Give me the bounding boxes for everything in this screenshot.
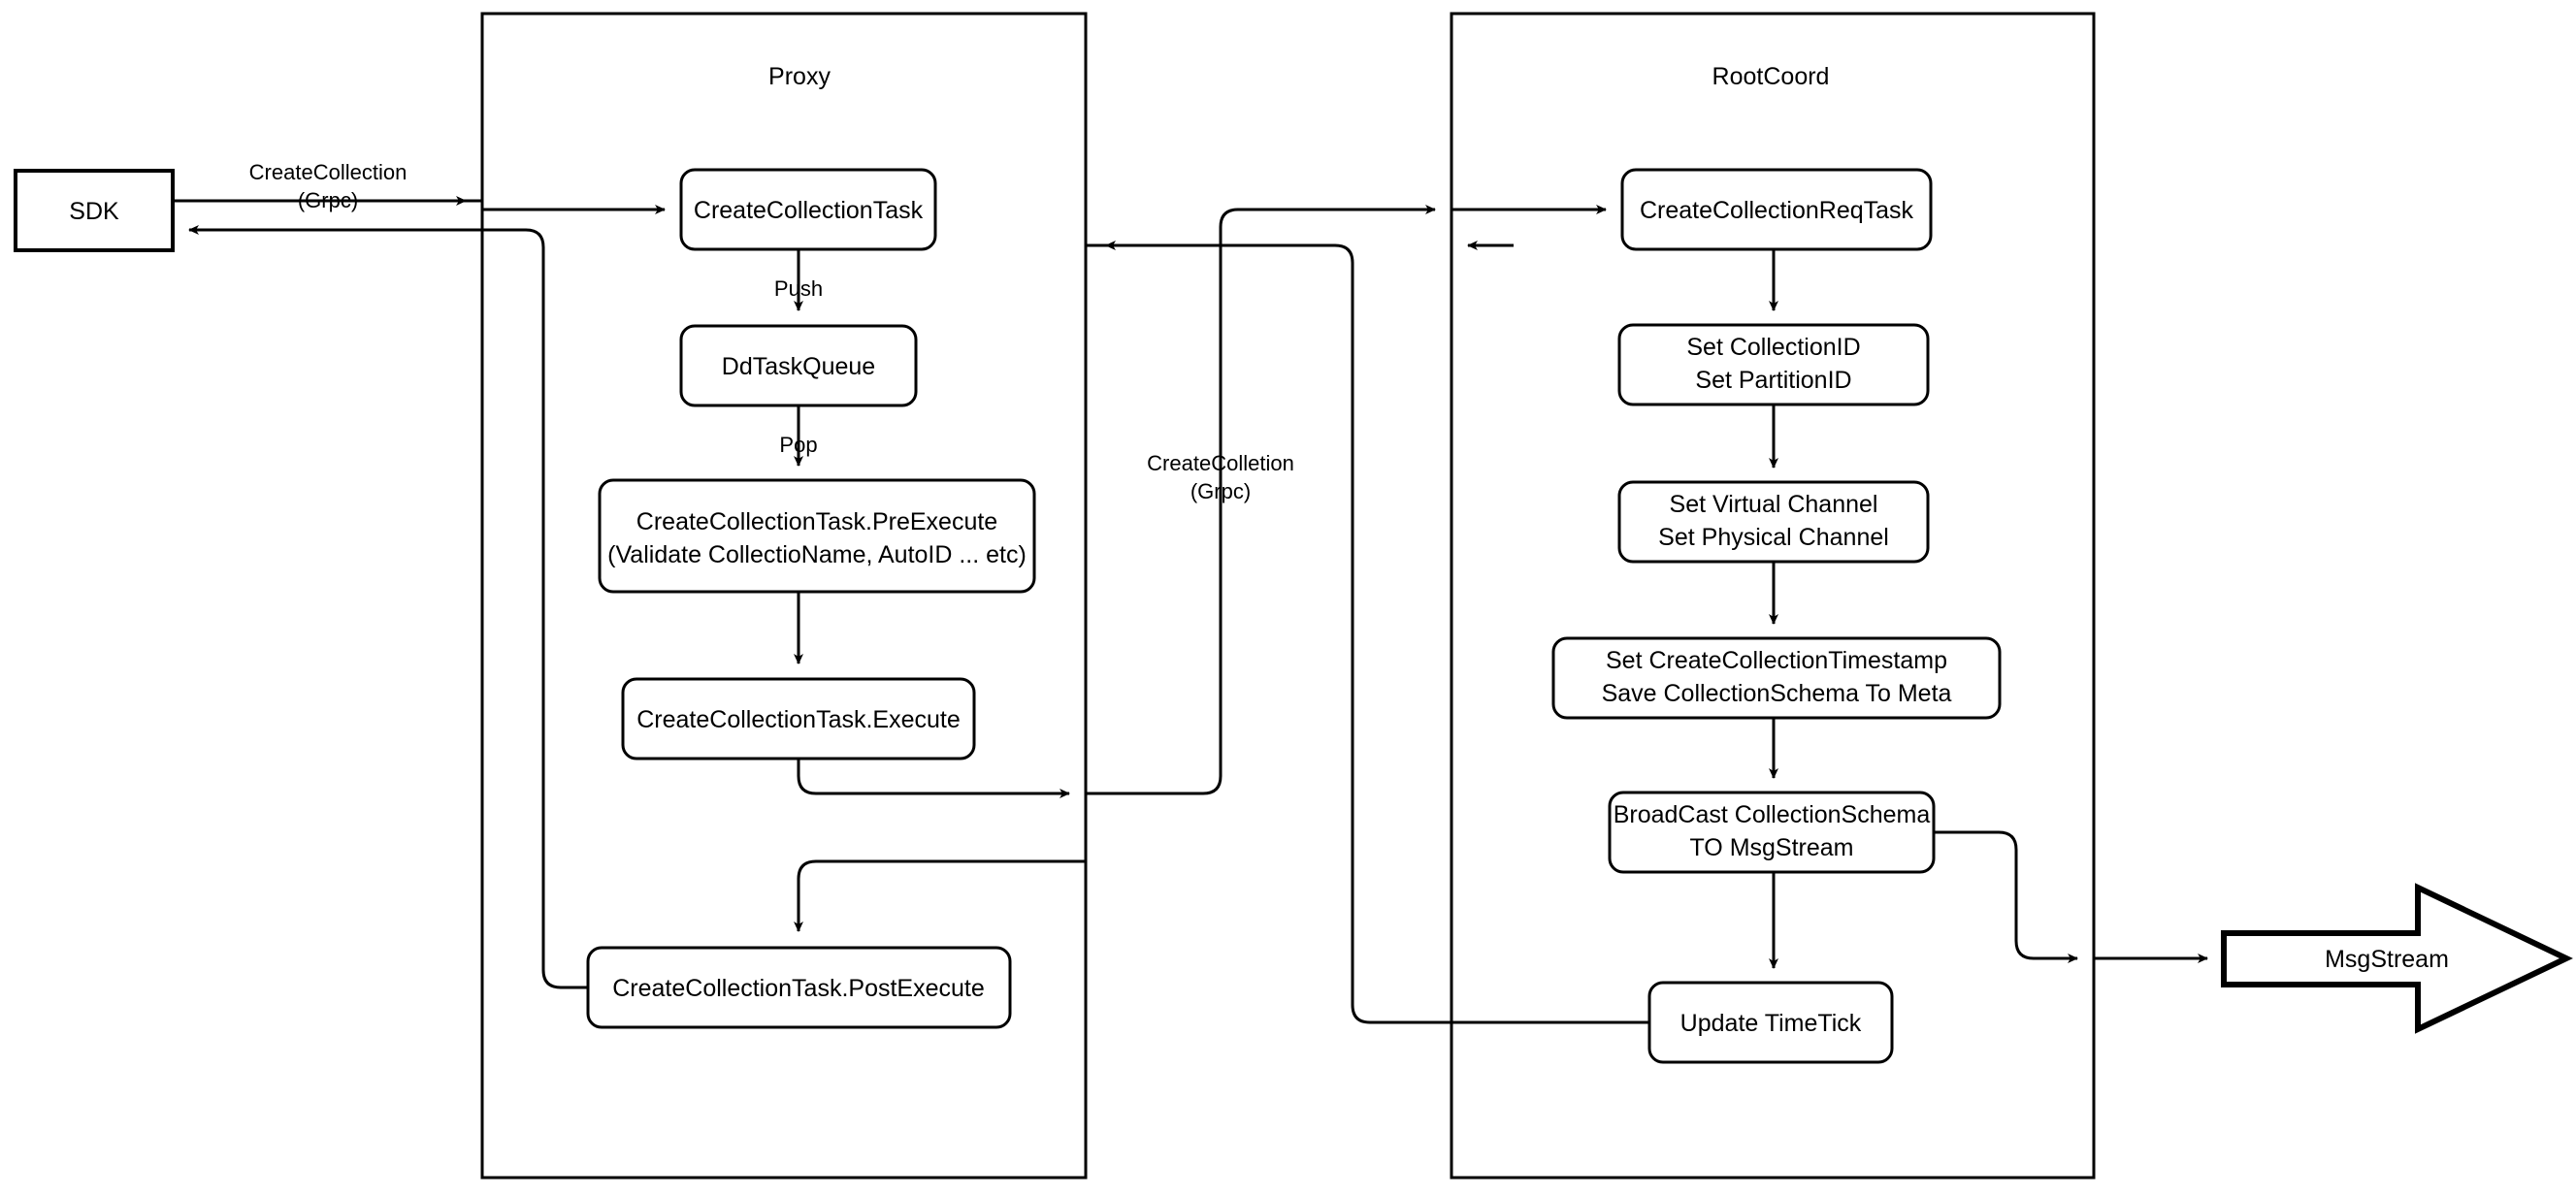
pop-label: Pop [779, 433, 817, 457]
create-collection-req-task-box[interactable] [1620, 168, 1933, 251]
create-collection-task-box[interactable] [679, 168, 937, 251]
create-collection-task-label: CreateCollectionTask [694, 197, 924, 224]
edge-broadcast-to-boundary [1934, 830, 2078, 963]
node-create-collection-req-task[interactable]: CreateCollectionReqTask [1620, 168, 1933, 251]
node-set-timestamp[interactable]: Set CreateCollectionTimestamp Save Colle… [1551, 636, 2002, 720]
edge-proxy-to-rootcoord-request [1086, 205, 1436, 795]
grpc-mid-label-line2: (Grpc) [1190, 479, 1251, 503]
node-sdk[interactable]: SDK [14, 169, 175, 252]
broadcast-collection-schema-label: BroadCast CollectionSchema [1614, 801, 1931, 828]
pre-execute-box[interactable] [598, 478, 1036, 594]
save-collection-schema-label: Save CollectionSchema To Meta [1602, 680, 1952, 707]
to-msgstream-label: TO MsgStream [1689, 834, 1853, 861]
msgstream-label: MsgStream [2325, 946, 2449, 973]
grpc-mid-label-line1: CreateColletion [1147, 451, 1294, 475]
node-set-ids[interactable]: Set CollectionID Set PartitionID [1617, 323, 1930, 406]
dd-task-queue-label: DdTaskQueue [722, 353, 875, 380]
node-msgstream[interactable]: MsgStream [2221, 883, 2573, 1034]
node-pre-execute[interactable]: CreateCollectionTask.PreExecute (Validat… [598, 478, 1036, 594]
sdk-edge-label-line2: (Grpc) [298, 188, 358, 212]
node-dd-task-queue[interactable]: DdTaskQueue [679, 324, 918, 407]
set-timestamp-box[interactable] [1551, 636, 2002, 720]
sdk-label: SDK [69, 198, 119, 225]
set-physical-channel-label: Set Physical Channel [1658, 524, 1889, 551]
edge-grpc-return-to-postexecute [794, 859, 1086, 932]
edge-rootcoord-response-path [1086, 243, 1649, 1024]
edge-execute-to-grpc-out [797, 759, 1070, 798]
set-partition-id-label: Set PartitionID [1695, 367, 1851, 394]
pre-execute-label-line2: (Validate CollectioName, AutoID ... etc) [607, 541, 1027, 568]
sdk-box[interactable] [14, 169, 175, 252]
post-execute-label: CreateCollectionTask.PostExecute [612, 975, 985, 1002]
node-broadcast[interactable]: BroadCast CollectionSchema TO MsgStream [1608, 791, 1936, 874]
node-create-collection-task[interactable]: CreateCollectionTask [679, 168, 937, 251]
set-collection-id-label: Set CollectionID [1686, 334, 1860, 361]
create-collection-req-task-label: CreateCollectionReqTask [1640, 197, 1914, 224]
execute-label: CreateCollectionTask.Execute [636, 706, 961, 733]
node-update-timetick[interactable]: Update TimeTick [1647, 981, 1894, 1064]
set-virtual-channel-label: Set Virtual Channel [1670, 491, 1878, 518]
proxy-title: Proxy [768, 63, 831, 90]
node-execute[interactable]: CreateCollectionTask.Execute [621, 677, 976, 760]
push-label: Push [774, 276, 823, 301]
node-post-execute[interactable]: CreateCollectionTask.PostExecute [586, 946, 1012, 1029]
pre-execute-label-line1: CreateCollectionTask.PreExecute [636, 508, 997, 535]
edge-postexecute-to-sdk-response [188, 225, 588, 989]
sdk-edge-label-line1: CreateCollection [249, 160, 408, 184]
msgstream-block-arrow[interactable] [2221, 883, 2573, 1034]
node-set-channels[interactable]: Set Virtual Channel Set Physical Channel [1617, 480, 1930, 564]
rootcoord-title: RootCoord [1712, 63, 1830, 90]
set-create-collection-timestamp-label: Set CreateCollectionTimestamp [1606, 647, 1947, 674]
update-timetick-label: Update TimeTick [1680, 1010, 1862, 1037]
